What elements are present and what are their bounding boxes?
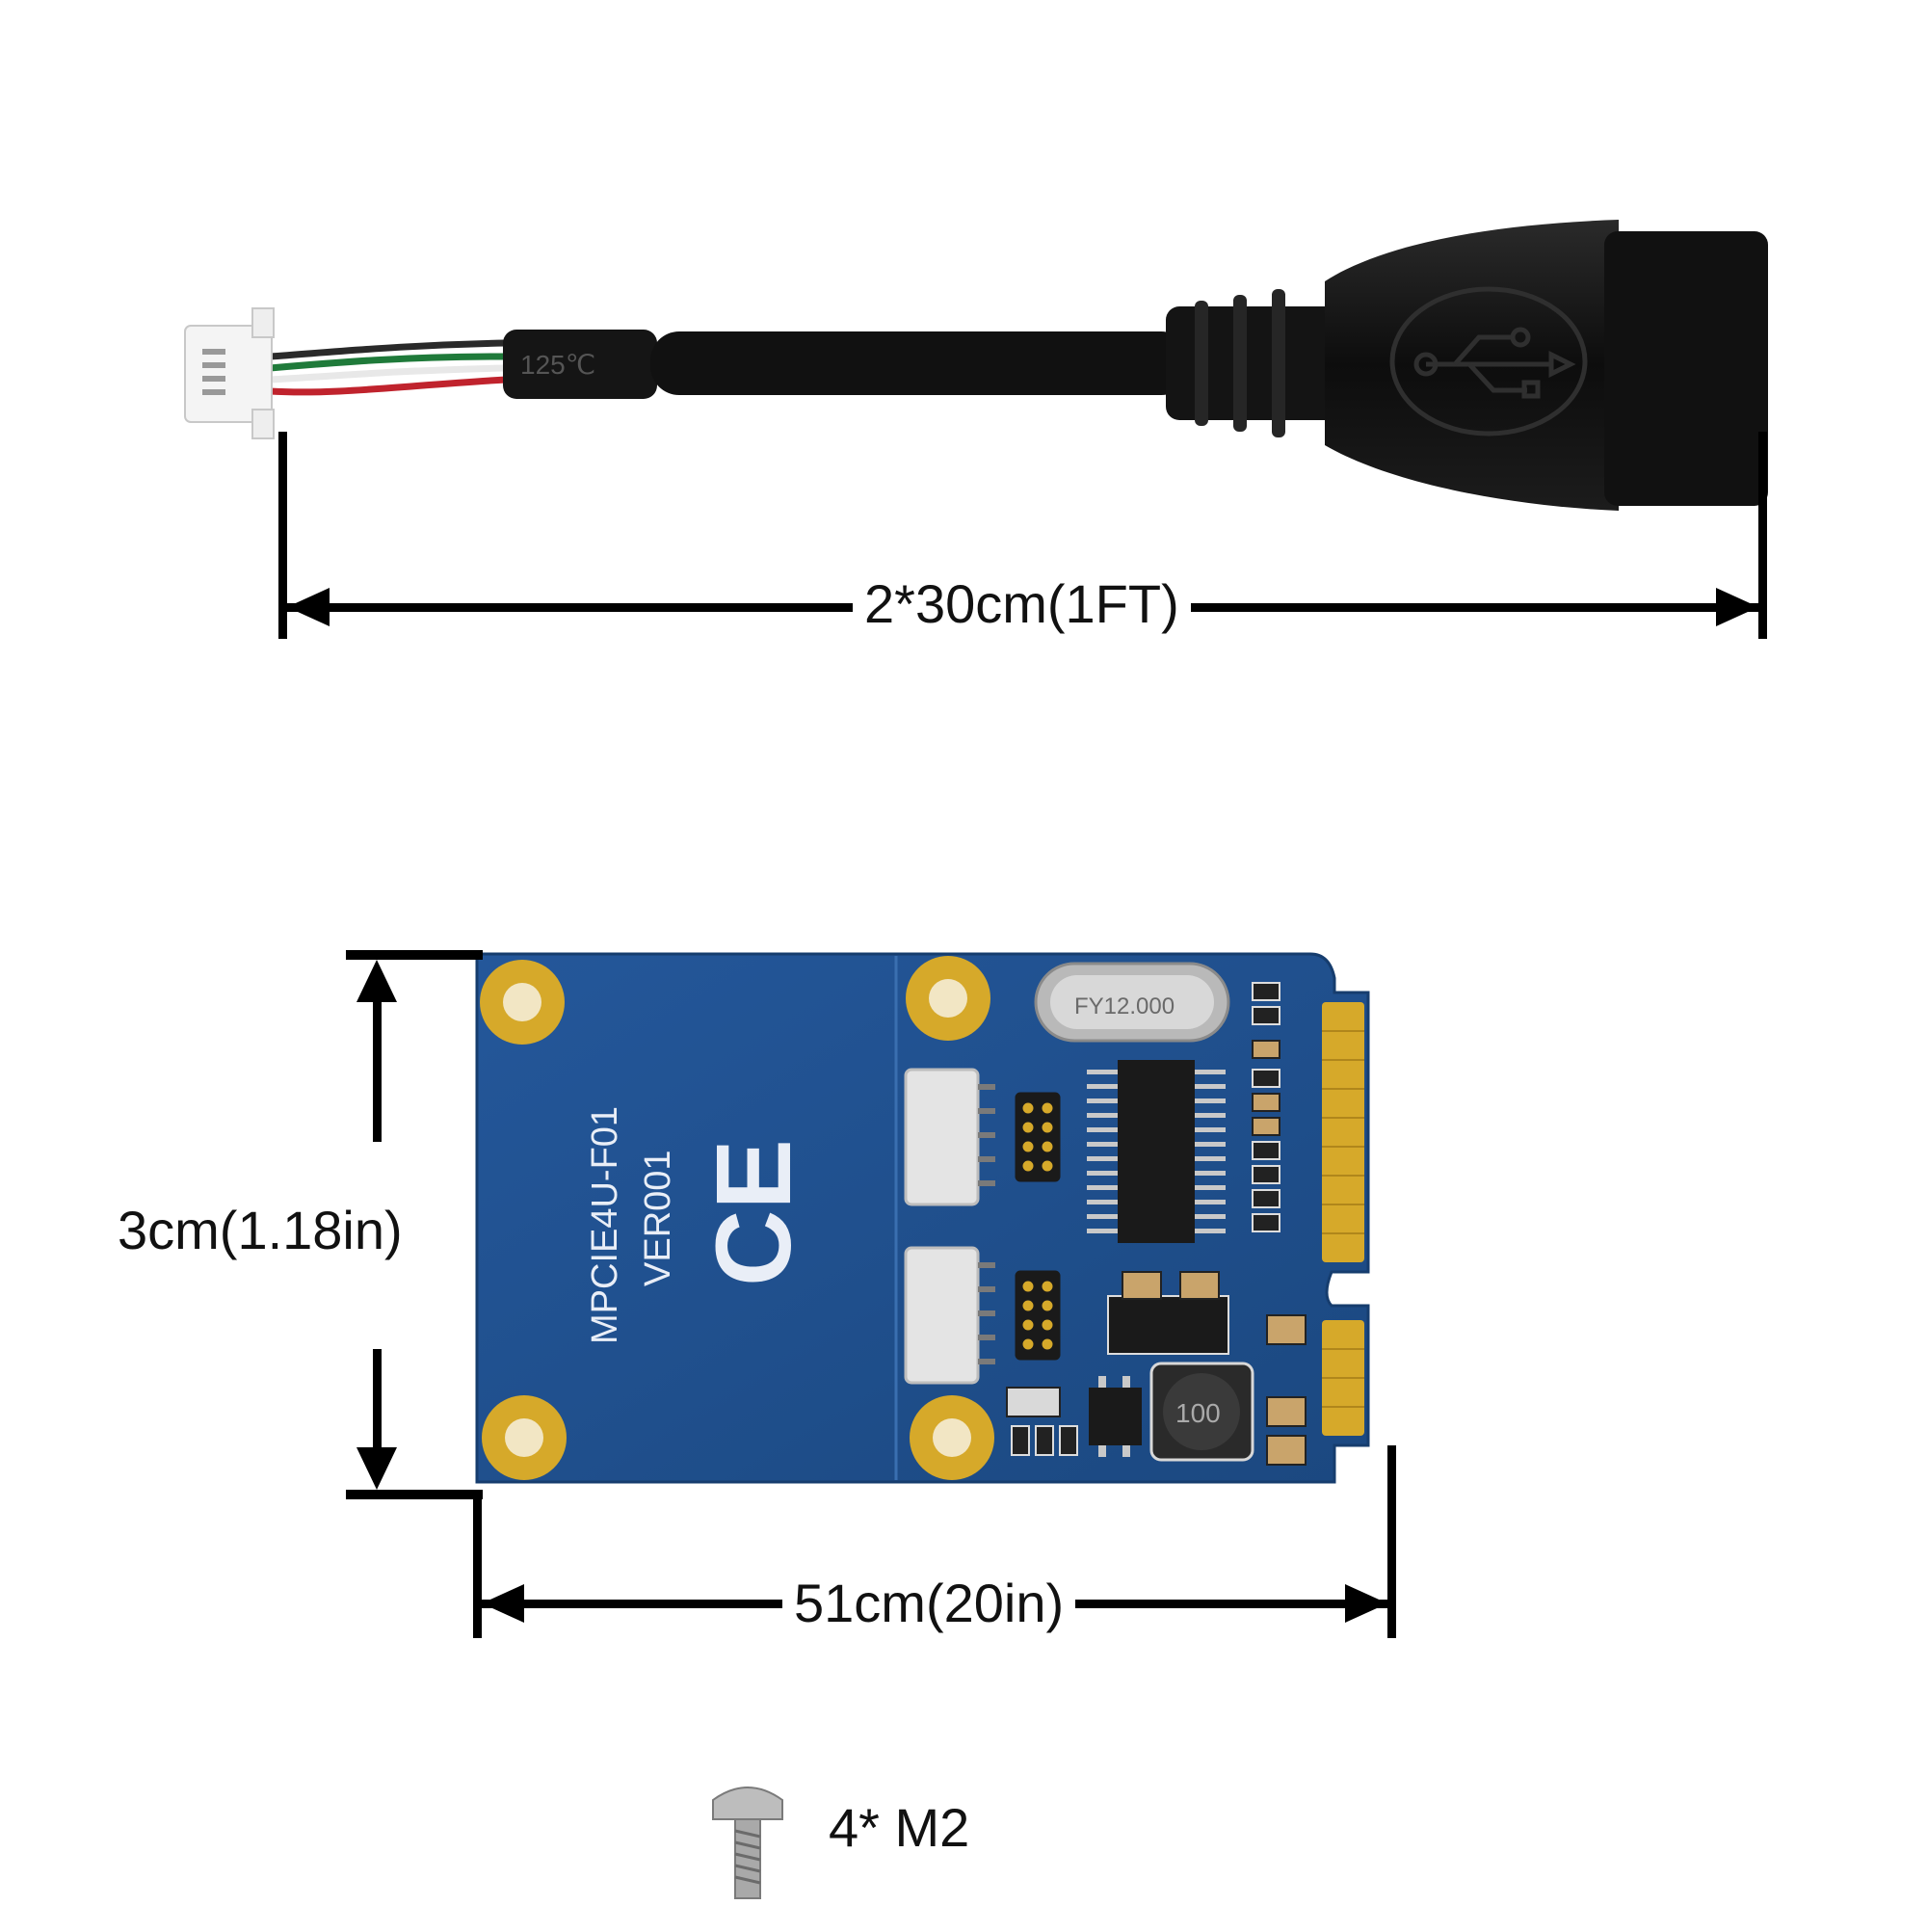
- power-inductor: 100: [1149, 1362, 1254, 1462]
- mounting-hole: [480, 960, 565, 1045]
- sot-chip: [1089, 1376, 1142, 1457]
- screw-quantity-label: 4* M2: [829, 1797, 970, 1859]
- usb-header-connector: [904, 1068, 995, 1206]
- board-model-text: MPCIE4U-F01: [585, 1106, 625, 1344]
- board-height-label: 3cm(1.18in): [118, 1200, 403, 1261]
- edge-connector: [1322, 1002, 1364, 1436]
- board-width-label: 51cm(20in): [782, 1573, 1076, 1634]
- mini-pcie-board: MPCIE4U-F01 VER001 CE FY12.000: [475, 952, 1370, 1484]
- cable-length-label: 2*30cm(1FT): [853, 573, 1191, 635]
- usb-hub-chip: [1087, 1060, 1226, 1243]
- pin-header-pads: [1015, 1270, 1061, 1361]
- usb-cable: 125℃: [184, 220, 1768, 511]
- board-version-text: VER001: [638, 1150, 678, 1286]
- capacitors-right: [1006, 1314, 1307, 1466]
- cable-wires: [269, 339, 507, 396]
- mounting-hole: [910, 1395, 994, 1480]
- strain-relief: [1166, 289, 1339, 437]
- usb-socket-shell: [1604, 231, 1768, 506]
- usb-header-connector: [904, 1246, 995, 1385]
- crystal-marking: FY12.000: [1074, 993, 1175, 1019]
- board-height-dimension: [346, 950, 483, 1499]
- voltage-regulator: [1107, 1271, 1229, 1355]
- usb-logo-icon: [1389, 286, 1588, 437]
- passive-components: [1252, 982, 1280, 1232]
- heat-shrink-sleeve: [503, 330, 657, 399]
- jacket-marking: 125℃: [520, 350, 595, 380]
- inductor-marking: 100: [1175, 1398, 1221, 1428]
- m2-screw: [712, 1786, 783, 1899]
- crystal-oscillator: FY12.000: [1034, 962, 1230, 1043]
- mounting-hole: [906, 956, 990, 1041]
- mounting-hole: [482, 1395, 567, 1480]
- cable-body: [650, 331, 1190, 395]
- ce-mark: CE: [695, 1139, 813, 1286]
- jst-connector: [184, 307, 275, 439]
- pin-header-pads: [1015, 1092, 1061, 1182]
